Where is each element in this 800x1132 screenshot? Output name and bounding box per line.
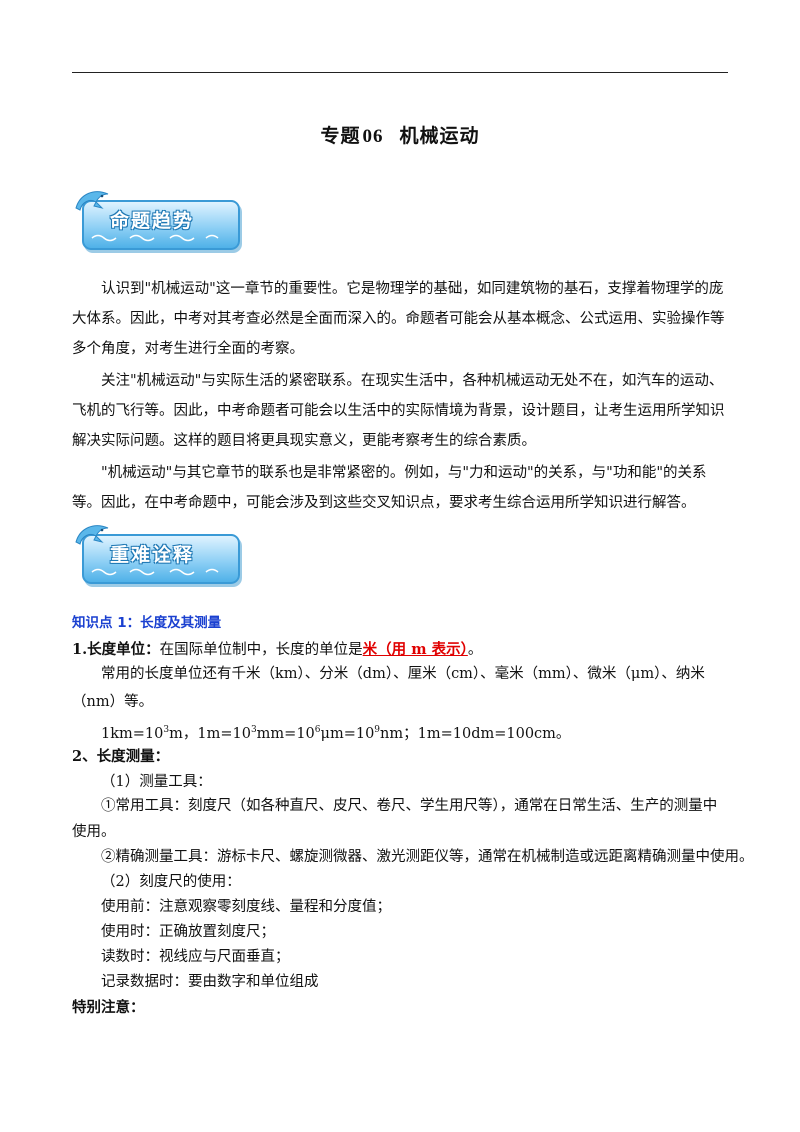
unit-label: 1.长度单位：: [72, 641, 160, 658]
common-units: 常用的长度单位还有千米（km）、分米（dm）、厘米（cm）、毫米（mm）、微米（…: [72, 666, 705, 710]
conv-part: nm；1m=10dm=100cm。: [380, 725, 571, 742]
title-number: 06: [362, 126, 384, 147]
title-prefix: 专题: [320, 125, 361, 147]
dolphin-icon: [75, 191, 109, 211]
badge-body: [82, 534, 240, 584]
conv-part: m，1m=10: [169, 725, 251, 742]
tools-common: ①常用工具：刻度尺（如各种直尺、皮尺、卷尺、学生用尺等），通常在日常生活、生产的…: [72, 798, 718, 840]
wave-decoration: [91, 568, 219, 576]
title-name: 机械运动: [399, 125, 480, 147]
ruler-step: 使用时：正确放置刻度尺；: [101, 924, 275, 940]
key-points-badge: 重难诠释: [72, 520, 240, 592]
conv-exp: 3: [250, 725, 257, 735]
badge-body: [82, 200, 240, 250]
conv-exp: 3: [163, 725, 170, 735]
tools-precise: ②精确测量工具：游标卡尺、螺旋测微器、激光测距仪等，通常在机械制造或远距离精确测…: [101, 849, 754, 865]
dolphin-icon: [75, 525, 109, 545]
badge-label: 命题趋势: [110, 210, 195, 232]
badge-label: 重难诠释: [110, 544, 195, 566]
trend-paragraph-3: "机械运动"与其它章节的联系也是非常紧密的。例如，与"力和运动"的关系，与"功和…: [72, 465, 707, 511]
trend-badge: 命题趋势: [72, 186, 240, 258]
conv-part: 1km=10: [101, 725, 164, 742]
conv-part: mm=10: [256, 725, 315, 742]
ruler-step: 记录数据时：要由数字和单位组成: [101, 974, 319, 990]
unit-answer: 米（用 m 表示）: [362, 641, 468, 658]
unit-text: 在国际单位制中，长度的单位是: [159, 642, 363, 658]
knowledge-heading: 知识点 1：长度及其测量: [72, 615, 222, 631]
conv-exp: 6: [314, 725, 321, 735]
special-note: 特别注意：: [72, 999, 145, 1016]
trend-paragraph-2: 关注"机械运动"与实际生活的紧密联系。在现实生活中，各种机械运动无处不在，如汽车…: [72, 373, 725, 449]
unit-conversion: 1km=103m，1m=103mm=106μm=109nm；1m=10dm=10…: [101, 718, 570, 747]
ruler-step: 读数时：视线应与尺面垂直；: [101, 949, 290, 965]
conv-part: μm=10: [320, 725, 375, 742]
trend-paragraph-1: 认识到"机械运动"这一章节的重要性。它是物理学的基础，如同建筑物的基石，支撑着物…: [72, 281, 725, 357]
ruler-step: 使用前：注意观察零刻度线、量程和分度值；: [101, 899, 391, 915]
conv-exp: 9: [374, 725, 381, 735]
unit-end: 。: [467, 642, 483, 658]
unit-line: 1.长度单位：在国际单位制中，长度的单位是米（用 m 表示）。: [72, 637, 482, 663]
tools-label: （1）测量工具：: [101, 774, 212, 790]
ruler-label: （2）刻度尺的使用：: [101, 874, 241, 890]
wave-decoration: [91, 234, 219, 242]
header-rule: [72, 72, 728, 73]
measure-label: 2、长度测量：: [72, 748, 170, 765]
